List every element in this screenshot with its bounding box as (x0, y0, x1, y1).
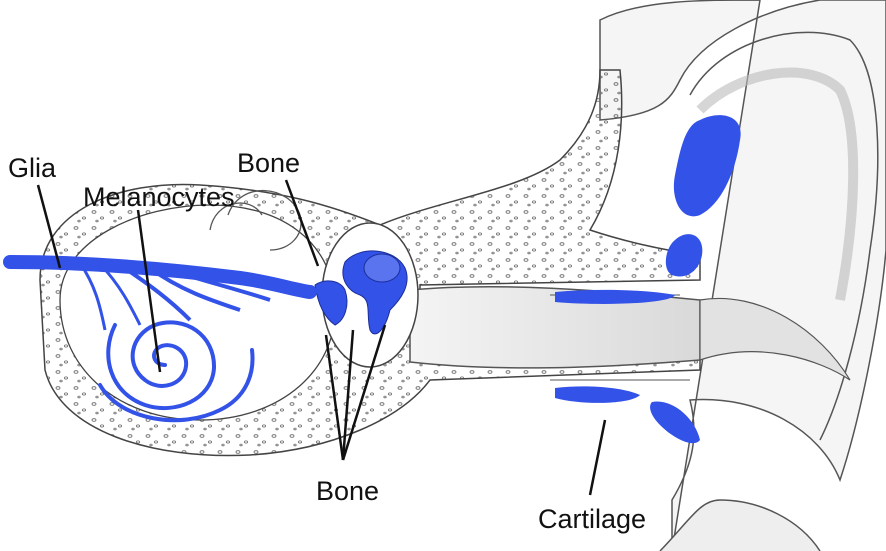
label-bone-bottom: Bone (316, 476, 379, 506)
label-bone-top: Bone (237, 148, 300, 178)
label-melanocytes: Melanocytes (83, 182, 235, 212)
cartilage-region (555, 386, 640, 403)
label-glia: Glia (8, 153, 57, 183)
label-cartilage: Cartilage (538, 504, 646, 534)
